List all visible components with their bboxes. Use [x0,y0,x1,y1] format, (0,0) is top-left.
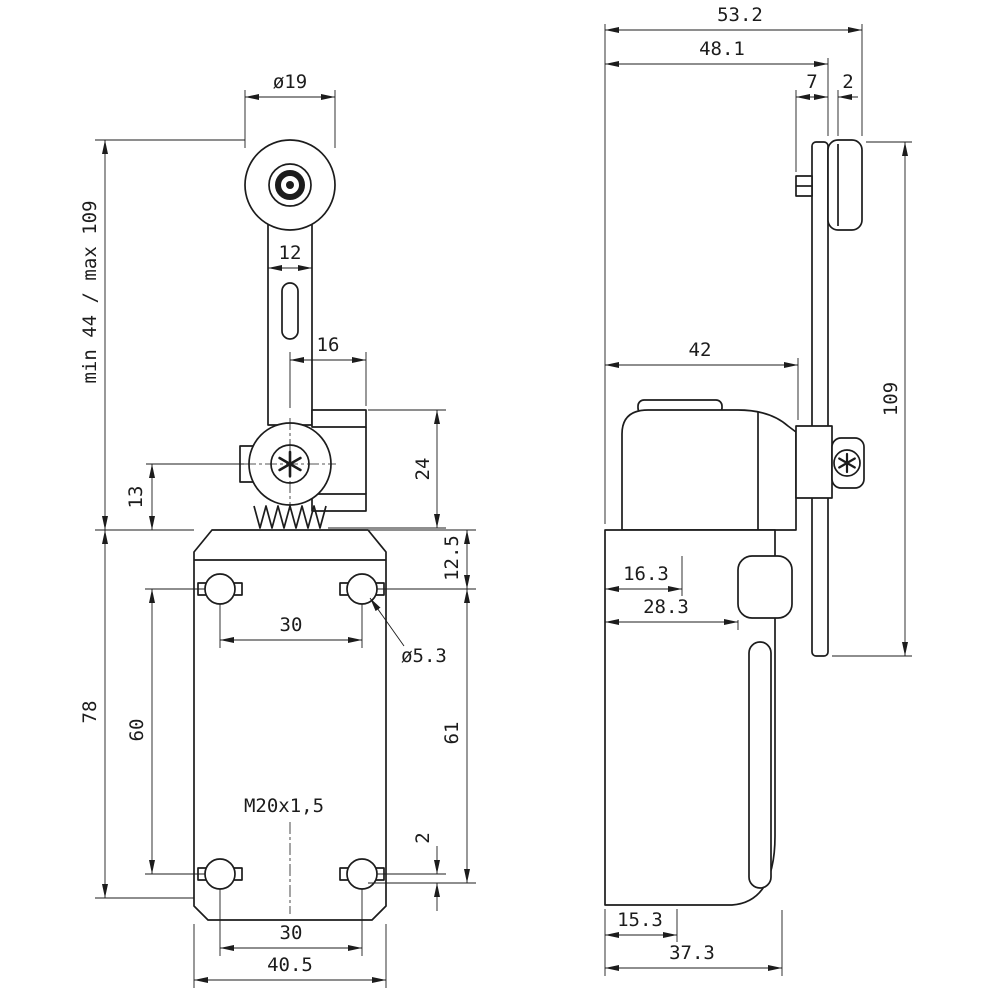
dim-clamp-length: 16 [317,334,340,356]
roller-side [827,139,863,231]
dim-roller-width: 7 [806,71,817,93]
switch-body-side [604,529,793,906]
bellows-serration [253,505,327,529]
lever-plate [811,141,829,657]
dim-hole-span-right: 61 [441,722,463,745]
dim-base-depth: 37.3 [669,942,715,964]
dim-hole-diameter: ø5.3 [401,645,447,667]
lever-slot [281,282,299,340]
dim-roller-face-offset: 48.1 [699,38,745,60]
dim-pivot-to-body: 13 [125,486,147,509]
front-view: ø19 12 16 24 13 min 44 / max 109 [79,71,476,988]
dim-body-width: 40.5 [267,954,313,976]
dim-head-height: 24 [412,458,434,481]
clamp-arm-top [311,409,367,428]
dim-roller-diameter: ø19 [273,71,307,93]
lever-plate-side [795,139,863,657]
roller [244,139,336,231]
body-outline [193,529,387,921]
switch-body-front [193,529,387,921]
dim-lever-length: 109 [880,382,902,416]
pivot-head [239,409,367,529]
dim-slot-extra: 2 [412,832,434,843]
front-dimensions: ø19 12 16 24 13 min 44 / max 109 [79,71,476,988]
side-view: 53.2 48.1 7 2 42 109 16.3 [604,4,912,976]
dim-lever-travel: min 44 / max 109 [79,200,101,383]
side-tab [737,555,793,619]
head-outline [621,409,797,531]
side-slot [748,641,772,889]
side-dimensions: 53.2 48.1 7 2 42 109 16.3 [604,4,912,976]
dim-lever-width: 12 [279,242,302,264]
dim-head-width: 42 [689,339,712,361]
dim-hole-spacing-bottom: 30 [280,922,303,944]
dim-hole-spacing-top: 30 [280,614,303,636]
shaft-clamp [795,425,865,499]
roller-hub [275,170,305,200]
dim-entry-offset: 15.3 [617,909,663,931]
roller-axle [286,181,294,189]
dim-overall-width: 53.2 [717,4,763,26]
dim-lever-plate-thickness: 2 [842,71,853,93]
clamp-arm-bottom [311,493,367,512]
clamp-block [795,425,833,499]
dim-body-top-to-hole: 12.5 [441,535,463,581]
dim-inner-offset-2: 28.3 [643,596,689,618]
head-side [621,399,797,531]
dim-body-height: 78 [79,701,101,724]
dim-thread: M20x1,5 [244,795,324,817]
shaft-star-icon [838,452,856,474]
dim-hole-spacing-vertical: 60 [126,719,148,742]
dim-inner-offset-1: 16.3 [623,563,669,585]
